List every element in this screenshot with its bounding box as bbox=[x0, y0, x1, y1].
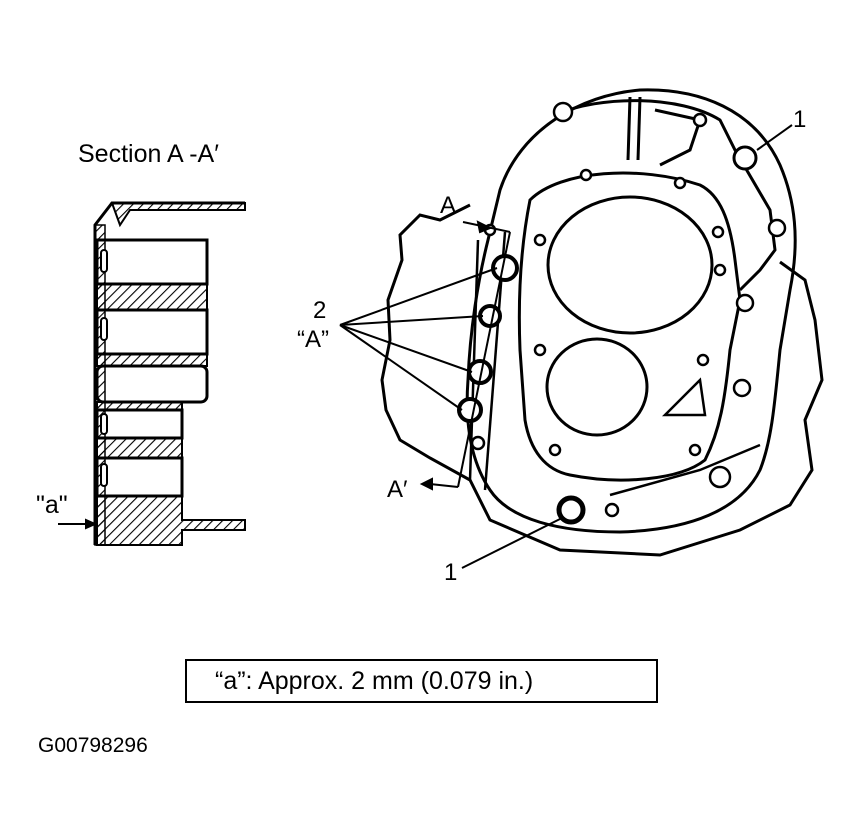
section-line bbox=[419, 220, 511, 491]
note-box bbox=[185, 659, 658, 703]
bore-3 bbox=[95, 364, 209, 404]
sealant-holes bbox=[457, 254, 519, 423]
gasket-plate bbox=[517, 171, 742, 482]
note-text: “a”: Approx. 2 mm (0.079 in.) bbox=[215, 667, 534, 695]
dowel-hole-top bbox=[732, 145, 758, 171]
small-window bbox=[661, 377, 707, 417]
sealant-hole-4 bbox=[457, 397, 483, 423]
web-1 bbox=[96, 283, 208, 311]
callout-1-top: 1 bbox=[793, 106, 807, 133]
label-a-quoted: "a" bbox=[36, 491, 68, 519]
leader-lines-1 bbox=[461, 124, 793, 569]
web-2 bbox=[96, 353, 208, 367]
section-view bbox=[93, 201, 246, 546]
callout-A-group: “A” bbox=[297, 326, 329, 353]
callout-2: 2 bbox=[313, 297, 327, 324]
label-section-start: A bbox=[440, 192, 457, 219]
dowel-holes bbox=[556, 145, 758, 525]
bore-2 bbox=[95, 308, 209, 356]
callout-1-bottom: 1 bbox=[444, 559, 458, 586]
casting-outer-edge bbox=[380, 203, 824, 557]
lower-bore bbox=[545, 337, 649, 437]
bore-4 bbox=[95, 408, 184, 440]
figure-id: G00798296 bbox=[38, 734, 148, 757]
section-left-strip bbox=[94, 224, 106, 546]
a-pointer-arrow bbox=[58, 518, 98, 530]
label-section-end: A′ bbox=[387, 476, 408, 503]
bore-1 bbox=[95, 238, 209, 286]
section-top-flange bbox=[110, 202, 246, 228]
bore-5 bbox=[95, 456, 184, 498]
leader-lines-2 bbox=[339, 267, 498, 411]
case-inner-rib bbox=[554, 99, 777, 292]
web-4 bbox=[96, 437, 183, 459]
bolt-holes bbox=[470, 101, 787, 518]
section-bottom bbox=[96, 495, 246, 546]
section-title: Section A -A′ bbox=[78, 140, 219, 168]
dowel-hole-bottom bbox=[556, 495, 586, 525]
large-bore bbox=[546, 195, 714, 335]
